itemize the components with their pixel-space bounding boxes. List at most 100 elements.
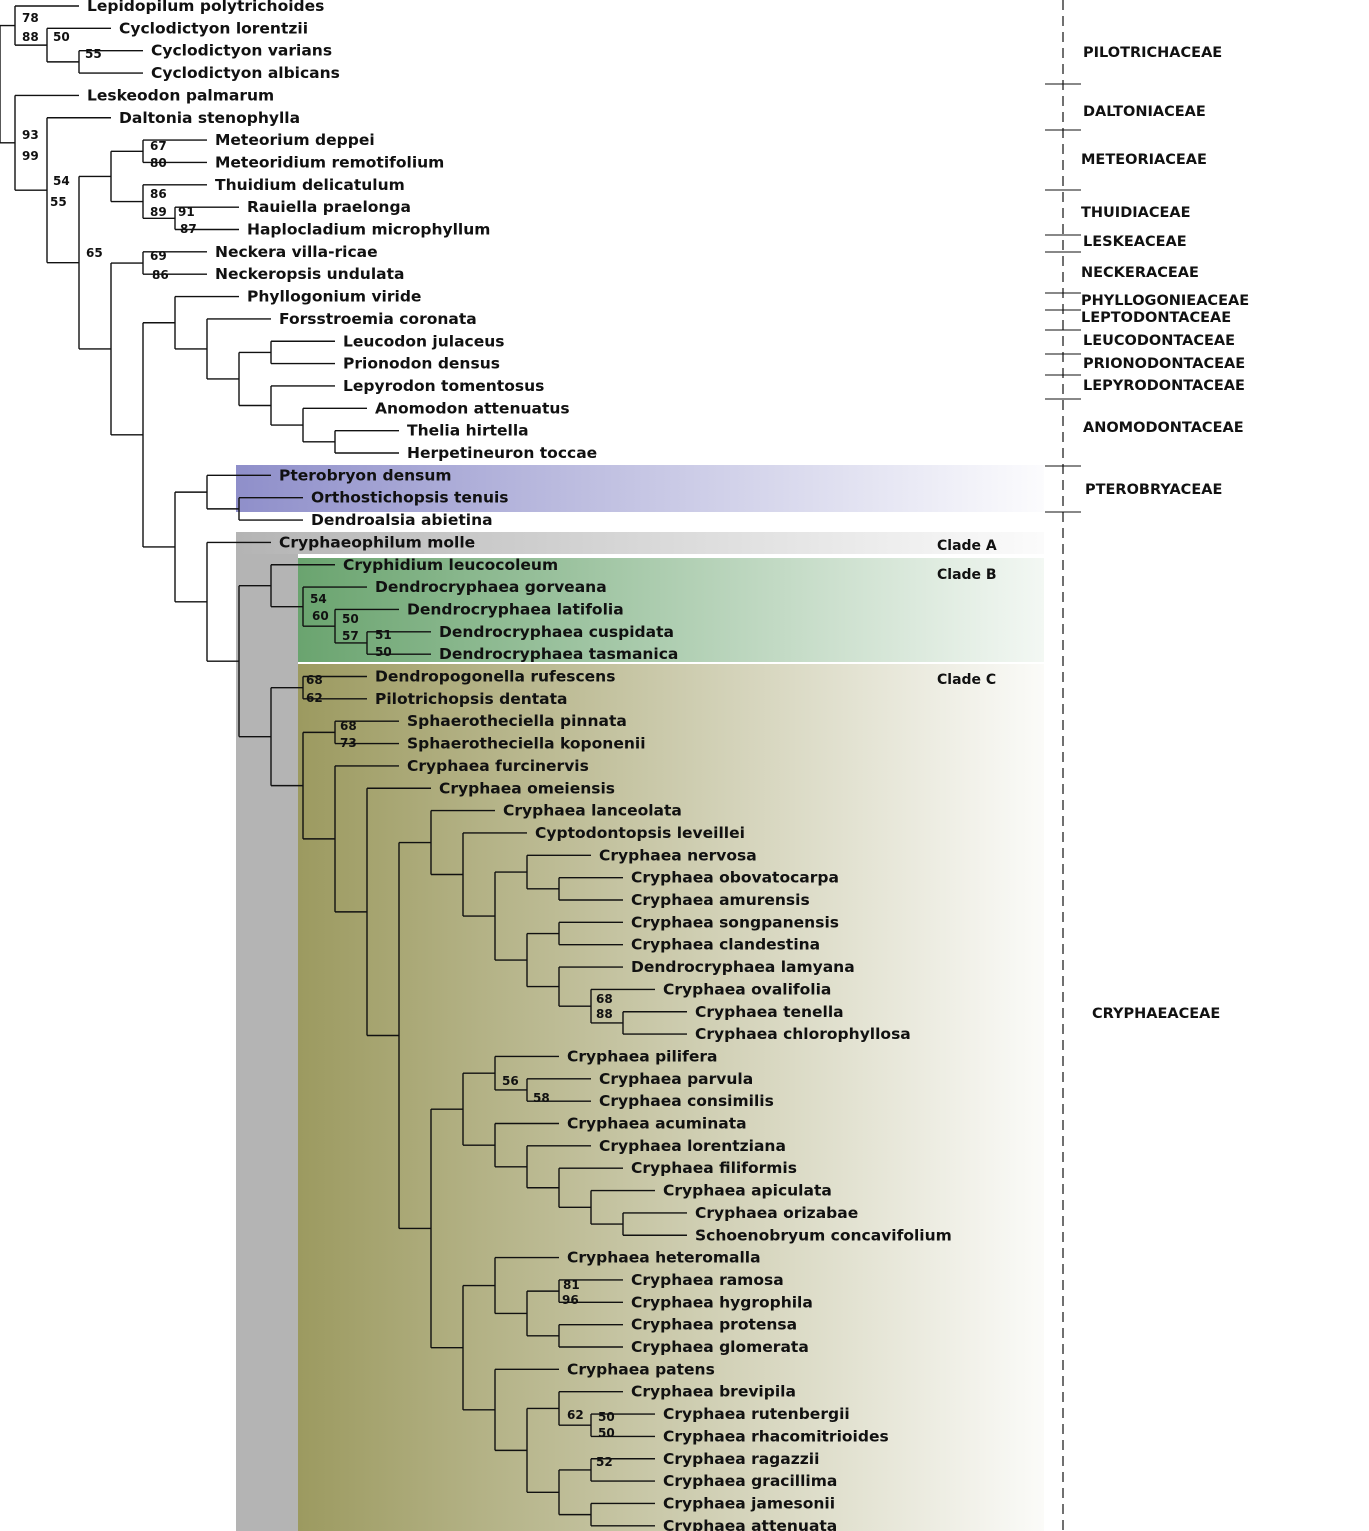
support-value: 88 bbox=[22, 30, 39, 44]
support-value: 57 bbox=[342, 629, 359, 643]
taxon-label: Cryphaea apiculata bbox=[663, 1182, 832, 1200]
taxon-label: Meteoridium remotifolium bbox=[215, 153, 444, 171]
family-label: METEORIACEAE bbox=[1081, 152, 1207, 168]
taxon-label: Cryphaea protensa bbox=[631, 1316, 797, 1334]
taxon-label: Rauiella praelonga bbox=[247, 198, 411, 216]
taxon-label: Prionodon densus bbox=[343, 355, 500, 373]
taxon-label: Schoenobryum concavifolium bbox=[695, 1226, 952, 1244]
taxon-label: Cryphaea chlorophyllosa bbox=[695, 1025, 911, 1043]
support-value: 73 bbox=[340, 736, 357, 750]
support-value: 55 bbox=[50, 195, 67, 209]
taxon-label: Cryphaea heteromalla bbox=[567, 1249, 761, 1267]
support-value: 60 bbox=[312, 609, 329, 623]
support-value: 78 bbox=[22, 11, 39, 25]
taxon-label: Cryphaea consimilis bbox=[599, 1092, 774, 1110]
clade-a-band bbox=[236, 532, 1044, 554]
clade-c-band bbox=[298, 664, 1044, 1531]
taxon-label: Cyptodontopsis leveillei bbox=[535, 824, 745, 842]
taxon-label: Dendrocryphaea cuspidata bbox=[439, 623, 674, 641]
taxon-label: Dendropogonella rufescens bbox=[375, 668, 615, 686]
taxon-label: Cryphaea clandestina bbox=[631, 936, 820, 954]
taxon-label: Cryphaea brevipila bbox=[631, 1383, 796, 1401]
family-label: ANOMODONTACEAE bbox=[1083, 420, 1244, 436]
taxon-label: Cryphaea ragazzii bbox=[663, 1450, 819, 1468]
clade-b-band bbox=[298, 558, 1044, 662]
support-value: 50 bbox=[342, 612, 359, 626]
taxon-label: Forsstroemia coronata bbox=[279, 310, 477, 328]
family-label: LESKEACEAE bbox=[1083, 234, 1187, 250]
taxon-label: Thelia hirtella bbox=[407, 422, 529, 440]
clade-label: Clade C bbox=[937, 672, 996, 688]
taxon-label: Cryphaea ovalifolia bbox=[663, 980, 831, 998]
clade-label: Clade A bbox=[937, 538, 997, 554]
family-label: PILOTRICHACEAE bbox=[1083, 45, 1222, 61]
support-value: 93 bbox=[22, 128, 39, 142]
support-value: 86 bbox=[152, 268, 169, 282]
support-value: 99 bbox=[22, 149, 39, 163]
support-value: 89 bbox=[150, 205, 167, 219]
taxon-label: Dendroalsia abietina bbox=[311, 511, 493, 529]
support-value: 62 bbox=[306, 691, 323, 705]
taxon-label: Cyclodictyon albicans bbox=[151, 64, 340, 82]
taxon-label: Dendrocryphaea gorveana bbox=[375, 578, 607, 596]
support-value: 69 bbox=[150, 249, 167, 263]
support-value: 58 bbox=[533, 1091, 550, 1105]
taxon-label: Dendrocryphaea lamyana bbox=[631, 958, 855, 976]
taxon-label: Haplocladium microphyllum bbox=[247, 221, 490, 239]
taxon-label: Herpetineuron toccae bbox=[407, 444, 597, 462]
taxon-label: Cryphaea omeiensis bbox=[439, 779, 615, 797]
support-value: 51 bbox=[375, 628, 392, 642]
taxon-label: Cyclodictyon lorentzii bbox=[119, 19, 308, 37]
family-label: CRYPHAEACEAE bbox=[1092, 1006, 1220, 1022]
support-value: 54 bbox=[53, 174, 70, 188]
taxon-label: Cryphaea furcinervis bbox=[407, 757, 589, 775]
family-label: NECKERACEAE bbox=[1081, 265, 1199, 281]
family-label: PTEROBRYACEAE bbox=[1085, 482, 1222, 498]
support-value: 65 bbox=[86, 246, 103, 260]
family-label: PHYLLOGONIEACEAE bbox=[1081, 293, 1249, 309]
taxon-label: Cryphaea patens bbox=[567, 1360, 715, 1378]
taxon-label: Cryphaea obovatocarpa bbox=[631, 869, 839, 887]
support-value: 91 bbox=[178, 205, 195, 219]
support-value: 50 bbox=[598, 1410, 615, 1424]
family-label: THUIDIACEAE bbox=[1081, 205, 1191, 221]
taxon-label: Leucodon julaceus bbox=[343, 332, 505, 350]
taxon-label: Orthostichopsis tenuis bbox=[311, 489, 509, 507]
taxon-label: Cryphidium leucocoleum bbox=[343, 556, 558, 574]
taxon-label: Cryphaea hygrophila bbox=[631, 1293, 813, 1311]
support-value: 68 bbox=[306, 673, 323, 687]
taxon-label: Lepyrodon tomentosus bbox=[343, 377, 544, 395]
taxon-label: Cryphaea lorentziana bbox=[599, 1137, 786, 1155]
support-value: 68 bbox=[340, 719, 357, 733]
taxon-label: Cryphaea rhacomitrioides bbox=[663, 1427, 889, 1445]
family-label: DALTONIACEAE bbox=[1083, 104, 1206, 120]
taxon-label: Leskeodon palmarum bbox=[87, 86, 274, 104]
support-value: 54 bbox=[310, 592, 327, 606]
taxon-label: Daltonia stenophylla bbox=[119, 109, 300, 127]
taxon-label: Cryphaeophilum molle bbox=[279, 533, 475, 551]
taxon-label: Cryphaea pilifera bbox=[567, 1047, 717, 1065]
family-label: LEPTODONTACEAE bbox=[1081, 310, 1231, 326]
cryphaeaceae-gray-band bbox=[236, 554, 298, 1531]
family-labels: PILOTRICHACEAE DALTONIACEAE METEORIACEAE TH… bbox=[1081, 45, 1249, 1022]
taxon-label: Cryphaea lanceolata bbox=[503, 802, 682, 820]
taxon-label: Neckeropsis undulata bbox=[215, 265, 404, 283]
taxon-label: Lepidopilum polytrichoides bbox=[87, 0, 324, 15]
taxon-label: Cryphaea orizabae bbox=[695, 1204, 858, 1222]
taxon-label: Cyclodictyon varians bbox=[151, 42, 332, 60]
support-value: 86 bbox=[150, 187, 167, 201]
family-label: PRIONODONTACEAE bbox=[1083, 356, 1245, 372]
support-value: 50 bbox=[53, 30, 70, 44]
support-value: 56 bbox=[502, 1074, 519, 1088]
taxon-label: Cryphaea acuminata bbox=[567, 1115, 747, 1133]
support-value: 81 bbox=[563, 1278, 580, 1292]
family-ticks bbox=[1045, 83, 1081, 513]
taxon-label: Meteorium deppei bbox=[215, 131, 375, 149]
taxon-label: Dendrocryphaea latifolia bbox=[407, 600, 624, 618]
taxon-label: Cryphaea parvula bbox=[599, 1070, 753, 1088]
taxon-label: Sphaerotheciella koponenii bbox=[407, 735, 646, 753]
taxon-label: Cryphaea amurensis bbox=[631, 891, 810, 909]
